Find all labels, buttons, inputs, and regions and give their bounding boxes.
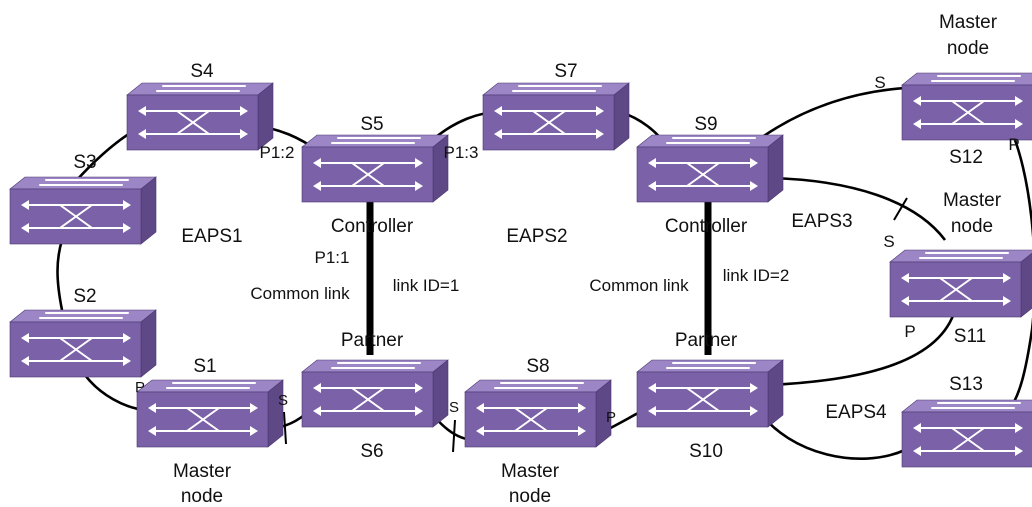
label-port-s11-p: P — [904, 322, 915, 341]
network-switch-icon — [636, 134, 784, 203]
link-s2-s3 — [56, 239, 64, 311]
label-port-s12-p: P — [1008, 135, 1019, 154]
network-switch-icon — [126, 82, 274, 151]
label-s8: S8 — [526, 356, 549, 377]
block-tick-s11 — [893, 197, 908, 221]
label-common-link-1: Common link — [250, 284, 350, 303]
label-s13: S13 — [949, 374, 983, 395]
network-switch-icon — [301, 359, 449, 428]
network-switch-icon — [9, 309, 157, 378]
label-s5-controller: Controller — [331, 216, 414, 237]
switch-s7[interactable] — [482, 82, 630, 151]
switch-s4[interactable] — [126, 82, 274, 151]
switch-labels: S4 S3 S2 S1 S5 S6 S7 S8 S9 S10 S12 S11 S… — [73, 61, 986, 462]
switch-s11[interactable] — [889, 249, 1032, 318]
link-s9-s12 — [757, 86, 906, 142]
role-labels: Master node Master node Master node Mast… — [173, 12, 1002, 507]
label-eaps1: EAPS1 — [181, 226, 242, 247]
label-eaps3: EAPS3 — [791, 211, 852, 232]
label-port-p1-3: P1:3 — [444, 143, 479, 162]
network-switch-icon — [901, 399, 1032, 468]
label-s8-node: node — [509, 486, 551, 507]
label-s1: S1 — [193, 356, 216, 377]
label-port-p1-1: P1:1 — [315, 248, 350, 267]
switch-s2[interactable] — [9, 309, 157, 378]
switch-s1[interactable] — [136, 379, 284, 448]
network-switch-icon — [901, 72, 1032, 141]
switch-s9[interactable] — [636, 134, 784, 203]
label-s11-master: Master — [943, 190, 1002, 211]
label-s9: S9 — [694, 114, 717, 135]
label-s4: S4 — [190, 61, 214, 82]
label-s5: S5 — [360, 114, 383, 135]
label-s9-controller: Controller — [665, 216, 748, 237]
label-s10: S10 — [689, 441, 723, 462]
label-link-id-2: link ID=2 — [723, 266, 790, 285]
label-s1-node: node — [181, 486, 223, 507]
label-s10-partner: Partner — [675, 330, 738, 351]
link-s11-s10 — [769, 309, 957, 387]
label-port-s1-p: P — [135, 379, 145, 396]
label-port-s12-s: S — [874, 73, 885, 92]
network-switch-icon — [301, 134, 449, 203]
link-s9-s11 — [769, 176, 947, 241]
network-switch-icon — [636, 359, 784, 428]
network-switch-icon — [464, 379, 612, 448]
block-tick-s8 — [452, 419, 456, 453]
label-eaps4: EAPS4 — [825, 402, 887, 423]
label-s2: S2 — [73, 286, 96, 307]
port-labels: P1:1 P1:2 P1:3 P S S P S P S P — [135, 73, 1020, 426]
network-switch-icon — [9, 176, 157, 245]
label-s11-node: node — [951, 216, 993, 237]
label-s6: S6 — [360, 441, 383, 462]
label-port-s11-s: S — [883, 232, 894, 251]
block-tick-s1 — [283, 411, 287, 445]
label-s8-master: Master — [501, 461, 560, 482]
label-s11: S11 — [954, 326, 986, 347]
label-port-p1-2: P1:2 — [260, 143, 295, 162]
label-s12-node: node — [947, 38, 989, 59]
label-s7: S7 — [554, 61, 577, 82]
label-port-s8-p: P — [606, 409, 616, 426]
label-s1-master: Master — [173, 461, 232, 482]
label-link-id-1: link ID=1 — [393, 276, 460, 295]
switch-s5[interactable] — [301, 134, 449, 203]
network-switch-icon — [136, 379, 284, 448]
label-s12: S12 — [949, 147, 983, 168]
switch-s6[interactable] — [301, 359, 449, 428]
network-switch-icon — [889, 249, 1032, 318]
switch-s3[interactable] — [9, 176, 157, 245]
label-port-s1-s: S — [278, 392, 288, 409]
switch-s8[interactable] — [464, 379, 612, 448]
label-common-link-2: Common link — [589, 276, 689, 295]
switch-s10[interactable] — [636, 359, 784, 428]
link-s12-s13 — [1008, 127, 1032, 409]
label-s6-partner: Partner — [341, 330, 404, 351]
label-s12-master: Master — [939, 12, 998, 33]
ring-labels: EAPS1 EAPS2 EAPS3 EAPS4 — [181, 211, 887, 423]
label-port-s8-s: S — [449, 399, 459, 416]
label-eaps2: EAPS2 — [506, 226, 567, 247]
switch-s13[interactable] — [901, 399, 1032, 468]
label-s3: S3 — [73, 152, 96, 173]
switch-s12[interactable] — [901, 72, 1032, 141]
network-switch-icon — [482, 82, 630, 151]
